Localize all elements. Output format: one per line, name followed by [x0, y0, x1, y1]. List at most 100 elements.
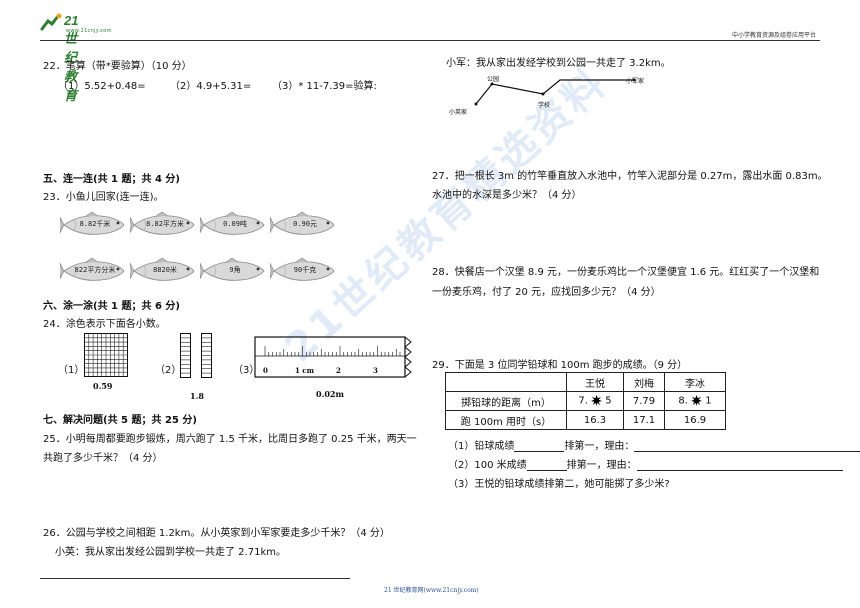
q24-label-2: （2）: [155, 365, 182, 376]
q29-sub1-reason-blank[interactable]: [634, 451, 860, 452]
route-map: [474, 78, 636, 106]
logo-text: 21世纪教育: [64, 13, 79, 103]
fish-item[interactable]: 822平方分米: [60, 257, 132, 285]
map-label-xiaojun-home: 小军家: [626, 78, 645, 85]
table-cell-part: 8.: [678, 395, 688, 407]
q29-sub2-blank[interactable]: [526, 470, 567, 471]
table-row-label: 掷铅球的距离（m）: [445, 391, 567, 411]
ink-blot-icon: [691, 395, 703, 407]
q29-sub1-blank[interactable]: [514, 451, 565, 452]
q29-sub2-prefix: （2）100 米成绩: [448, 460, 527, 471]
table-header-row: 王悦 刘梅 李冰: [445, 372, 726, 392]
logo-subtext: www.21cnjy.com: [66, 28, 112, 34]
table-row: 跑 100m 用时（s） 16.3 17.1 16.9: [445, 410, 726, 430]
section-5-heading: 五、连一连(共 1 题；共 4 分): [43, 174, 180, 185]
fish-icon: [270, 257, 335, 281]
footer-rule: [40, 578, 350, 579]
table-cell: 16.3: [566, 410, 624, 430]
ruler-tick-0: 0: [263, 366, 268, 375]
table-cell-part: 5: [605, 395, 612, 407]
q26-xiaoying: 小英：我从家出发经公园到学校一共走了 2.71km。: [55, 547, 286, 558]
score-table: 王悦 刘梅 李冰 掷铅球的距离（m） 7. 5 7.79 8. 1 跑 100m…: [445, 372, 726, 430]
q23-title: 23．小鱼儿回家(连一连)。: [43, 192, 164, 203]
q25-line2: 共跑了多少千米？（4 分）: [43, 453, 163, 464]
q29-sub1-suffix: 排第一，理由：: [564, 441, 635, 452]
q27-line2: 水池中的水深是多少米？（4 分）: [432, 190, 582, 201]
q29-title: 29．下面是 3 位同学铅球和 100m 跑步的成绩。（9 分）: [432, 360, 688, 371]
q22-item-2: （2）4.9+5.31=: [170, 81, 252, 92]
ruler: [254, 336, 412, 378]
fish-item[interactable]: 8.82平方米: [130, 211, 202, 239]
tenth-strips: [180, 333, 212, 378]
fish-label: 90千克: [293, 266, 317, 274]
q29-sub2-reason-blank[interactable]: [636, 470, 843, 471]
fish-item[interactable]: 9角: [200, 257, 272, 285]
q25-line1: 25．小明每周都要跑步锻炼，周六跑了 1.5 千米，比周日多跑了 0.25 千米…: [43, 434, 417, 445]
table-cell: 8. 1: [664, 391, 726, 411]
q24-title: 24．涂色表示下面各小数。: [43, 319, 166, 330]
fish-label: 8820米: [153, 266, 177, 274]
ink-blot-icon: [591, 395, 603, 407]
ruler-tick-1: 1 cm: [295, 366, 314, 375]
q27-line1: 27．把一根长 3m 的竹竿垂直放入水池中，竹竿入泥部分是 0.27m，露出水面…: [432, 171, 828, 182]
table-header-cell: [445, 372, 567, 392]
q26-title: 26．公园与学校之间相距 1.2km。从小英家到小军家要走多少千米？（4 分）: [43, 528, 390, 539]
ruler-tick-3: 3: [373, 366, 378, 375]
fish-label: 822平方分米: [74, 266, 116, 274]
table-header-cell: 刘梅: [623, 372, 665, 392]
table-header-cell: 王悦: [566, 372, 624, 392]
fish-icon: [270, 211, 335, 235]
q24-label-1: （1）: [58, 365, 85, 376]
fish-label: 9角: [229, 266, 241, 274]
q22-title: 22．笔算（带*要验算）（10 分）: [43, 61, 192, 72]
table-row-label: 跑 100m 用时（s）: [445, 410, 567, 430]
map-label-park: 公园: [487, 76, 500, 83]
q24-value-2: 1.8: [190, 391, 204, 401]
q29-sub2-suffix: 排第一，理由：: [566, 460, 637, 471]
q22-item-3: （3）* 11-7.39=验算:: [272, 81, 377, 92]
fish-item[interactable]: 0.09吨: [200, 211, 272, 239]
q29-sub3: （3）王悦的铅球成绩排第二，她可能掷了多少米?: [448, 479, 670, 490]
fish-icon: [200, 257, 265, 281]
table-cell: 7.79: [623, 391, 665, 411]
table-cell-part: 7.: [578, 395, 588, 407]
q22-item-1: （1）5.52+0.48=: [58, 81, 146, 92]
q28-line2: 一份麦乐鸡，付了 20 元，应找回多少元？（4 分）: [432, 287, 661, 298]
table-row: 掷铅球的距离（m） 7. 5 7.79 8. 1: [445, 391, 726, 411]
q24-value-3: 0.02m: [316, 389, 344, 399]
fish-label: 0.90元: [293, 220, 317, 228]
header-right-text: 中小学教育资源及组卷应用平台: [731, 32, 816, 39]
fish-icon: [60, 257, 125, 281]
section-7-heading: 七、解决问题(共 5 题；共 25 分): [43, 415, 197, 426]
table-header-cell: 李冰: [664, 372, 726, 392]
header-rule: [40, 40, 820, 41]
fish-label: 8.82千米: [79, 220, 111, 228]
hundred-grid: [84, 333, 128, 377]
fish-icon: [130, 257, 195, 281]
map-label-xiaoying-home: 小英家: [449, 109, 468, 116]
fish-label: 0.09吨: [223, 220, 247, 228]
fish-icon: [200, 211, 265, 235]
section-6-heading: 六、涂一涂(共 1 题；共 6 分): [43, 301, 180, 312]
fish-item[interactable]: 8.82千米: [60, 211, 132, 239]
table-cell: 16.9: [664, 410, 726, 430]
table-cell: 7. 5: [566, 391, 624, 411]
fish-item[interactable]: 90千克: [270, 257, 342, 285]
fish-icon: [60, 211, 125, 235]
table-cell: 17.1: [623, 410, 665, 430]
footer-text: 21 世纪教育网(www.21cnjy.com): [384, 587, 479, 594]
q29-sub2: （2）100 米成绩 排第一，理由：: [448, 456, 843, 471]
fish-item[interactable]: 0.90元: [270, 211, 342, 239]
map-label-school: 学校: [538, 102, 551, 109]
q29-sub1: （1）铅球成绩 排第一，理由：: [448, 437, 860, 452]
ruler-tick-2: 2: [336, 366, 341, 375]
fish-label: 8.82平方米: [146, 220, 184, 228]
q24-value-1: 0.59: [93, 381, 113, 391]
q29-sub1-prefix: （1）铅球成绩: [448, 441, 515, 452]
fish-item[interactable]: 8820米: [130, 257, 202, 285]
q24-label-3: （3）: [233, 365, 260, 376]
fish-icon: [130, 211, 195, 235]
q26-xiaojun: 小军：我从家出发经学校到公园一共走了 3.2km。: [446, 58, 671, 69]
runner-logo-icon: [40, 13, 62, 31]
q28-line1: 28．快餐店一个汉堡 8.9 元，一份麦乐鸡比一个汉堡便宜 1.6 元。红红买了…: [432, 267, 820, 278]
